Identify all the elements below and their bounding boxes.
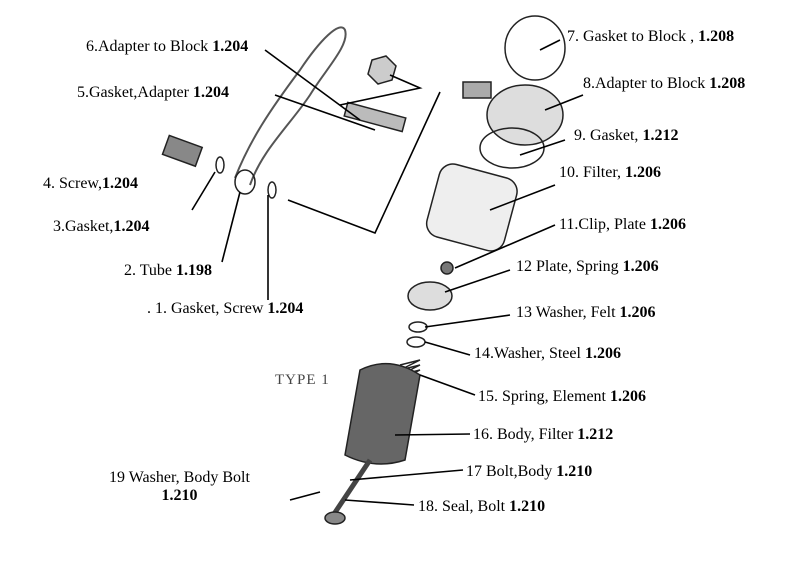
washer-14 bbox=[406, 336, 426, 348]
gasket-9 bbox=[479, 127, 545, 169]
label-part-4: 4. Screw,1.204 bbox=[43, 175, 138, 192]
label-part-16: 16. Body, Filter 1.212 bbox=[473, 426, 614, 443]
label-part-15: 15. Spring, Element 1.206 bbox=[478, 388, 646, 405]
label-part-14: 14.Washer, Steel 1.206 bbox=[474, 345, 621, 362]
gasket-3 bbox=[215, 156, 225, 174]
label-part-1: . 1. Gasket, Screw 1.204 bbox=[147, 300, 304, 317]
label-part-17: 17 Bolt,Body 1.210 bbox=[466, 463, 593, 480]
label-part-10: 10. Filter, 1.206 bbox=[559, 164, 662, 181]
body-16 bbox=[344, 362, 421, 465]
label-part-13: 13 Washer, Felt 1.206 bbox=[516, 304, 656, 321]
filter-10 bbox=[425, 163, 518, 252]
label-part-8: 8.Adapter to Block 1.208 bbox=[583, 75, 746, 92]
label-part-11: 11.Clip, Plate 1.206 bbox=[559, 216, 686, 233]
label-part-12: 12 Plate, Spring 1.206 bbox=[516, 258, 659, 275]
adapter-part bbox=[343, 101, 407, 133]
adapter-8 bbox=[486, 84, 564, 146]
label-part-18: 18. Seal, Bolt 1.210 bbox=[418, 498, 546, 515]
clip-11 bbox=[440, 261, 454, 275]
label-part-2: 2. Tube 1.198 bbox=[124, 262, 213, 279]
label-part-7: 7. Gasket to Block , 1.208 bbox=[567, 28, 735, 45]
label-part-9: 9. Gasket, 1.212 bbox=[574, 127, 679, 144]
type-label: TYPE 1 bbox=[275, 372, 330, 388]
label-part-5: 5.Gasket,Adapter 1.204 bbox=[77, 84, 229, 101]
adapter-8-spout bbox=[462, 81, 492, 99]
washer-13 bbox=[408, 321, 428, 333]
screw-part bbox=[161, 134, 204, 168]
bolt-17 bbox=[327, 458, 373, 522]
gasket-1 bbox=[267, 181, 277, 199]
seal-18 bbox=[324, 511, 346, 525]
gasket-7 bbox=[504, 15, 566, 81]
plate-12 bbox=[407, 281, 453, 311]
tube-part bbox=[234, 26, 347, 186]
nut-part bbox=[367, 55, 397, 85]
tube-eye bbox=[234, 169, 256, 195]
label-part-3: 3.Gasket,1.204 bbox=[53, 218, 150, 235]
label-part-6: 6.Adapter to Block 1.204 bbox=[86, 38, 249, 55]
